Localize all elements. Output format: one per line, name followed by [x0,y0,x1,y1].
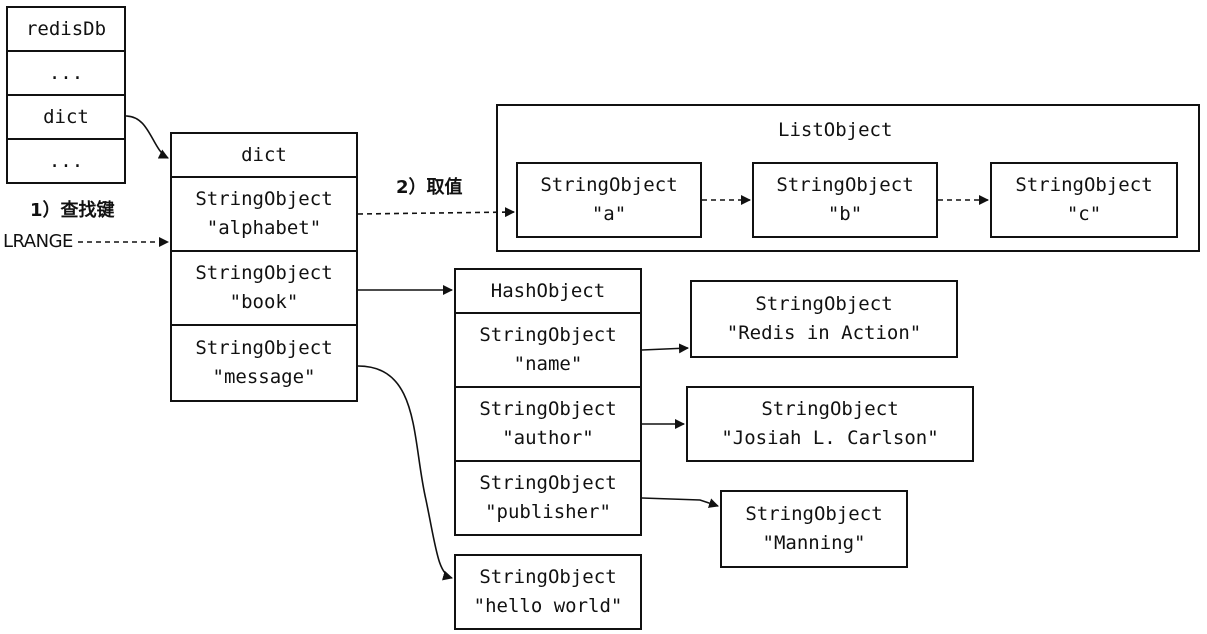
dict-entry-message-key: "message" [212,366,316,388]
hash-value-manning-type: StringObject [745,503,883,525]
hash-value-josiah-carlson-text: "Josiah L. Carlson" [721,427,939,449]
list-item-a-type: StringObject [540,174,678,196]
arrow-message-to-hello [357,365,453,581]
hash-value-josiah-carlson-type: StringObject [761,398,899,420]
hash-field-publisher-type: StringObject [479,472,617,494]
dict-entry-alphabet-key: "alphabet" [206,217,322,239]
hash-field-name-type: StringObject [479,324,617,346]
hash-object-title-text: HashObject [490,279,606,302]
message-value-hello-world-text: "hello world" [473,595,623,617]
list-item-a: StringObject "a" [516,162,702,238]
list-item-c-value: "c" [1066,203,1102,225]
arrow-publisher-to-value [641,497,719,508]
redisdb-row-ellipsis-2: ... [6,138,126,184]
hash-field-author-key: "author" [502,427,594,449]
redisdb-title: redisDb [6,6,126,52]
hash-value-manning-text: "Manning" [762,532,866,554]
hash-value-josiah-carlson: StringObject "Josiah L. Carlson" [686,386,974,462]
hash-field-author-type: StringObject [479,398,617,420]
message-value-hello-world-type: StringObject [479,566,617,588]
dict-entry-book: StringObject "book" [170,250,358,326]
list-item-b: StringObject "b" [752,162,938,238]
dict-entry-message: StringObject "message" [170,324,358,402]
list-item-b-type: StringObject [776,174,914,196]
hash-value-redis-in-action-text: "Redis in Action" [726,322,922,344]
hash-object-title: HashObject [454,268,642,314]
dict-entry-alphabet: StringObject "alphabet" [170,176,358,252]
message-value-hello-world: StringObject "hello world" [454,554,642,630]
hash-value-redis-in-action: StringObject "Redis in Action" [690,280,958,358]
hash-value-redis-in-action-type: StringObject [755,293,893,315]
dict-title: dict [170,132,358,178]
redisdb-row-dict-text: dict [43,105,89,128]
list-item-c: StringObject "c" [990,162,1178,238]
dict-entry-alphabet-type: StringObject [195,188,333,210]
hash-field-name-key: "name" [513,353,583,375]
hash-value-manning: StringObject "Manning" [720,490,908,568]
arrow-alphabet-to-list [357,207,515,218]
redisdb-row-dict: dict [6,94,126,140]
dict-entry-message-type: StringObject [195,337,333,359]
arrow-redisdb-to-dict [125,115,169,159]
list-item-c-type: StringObject [1015,174,1153,196]
list-item-b-value: "b" [827,203,863,225]
hash-field-author: StringObject "author" [454,386,642,462]
redisdb-row-ellipsis-1: ... [6,50,126,96]
hash-field-publisher-key: "publisher" [485,501,611,523]
hash-field-publisher: StringObject "publisher" [454,460,642,536]
arrow-name-to-value [641,343,689,354]
dict-entry-book-type: StringObject [195,262,333,284]
redisdb-row-ellipsis-2-text: ... [48,149,84,172]
lrange-command-label: LRANGE [3,231,73,252]
hash-field-name: StringObject "name" [454,312,642,388]
step-get-value-label: 2）取值 [396,177,463,198]
redisdb-row-ellipsis-1-text: ... [48,61,84,84]
list-item-a-value: "a" [591,203,627,225]
redisdb-title-text: redisDb [25,17,107,40]
dict-title-text: dict [241,143,287,166]
step-find-key-label: 1）查找键 [30,200,115,221]
list-object-title: ListObject [778,119,893,141]
dict-entry-book-key: "book" [229,291,299,313]
